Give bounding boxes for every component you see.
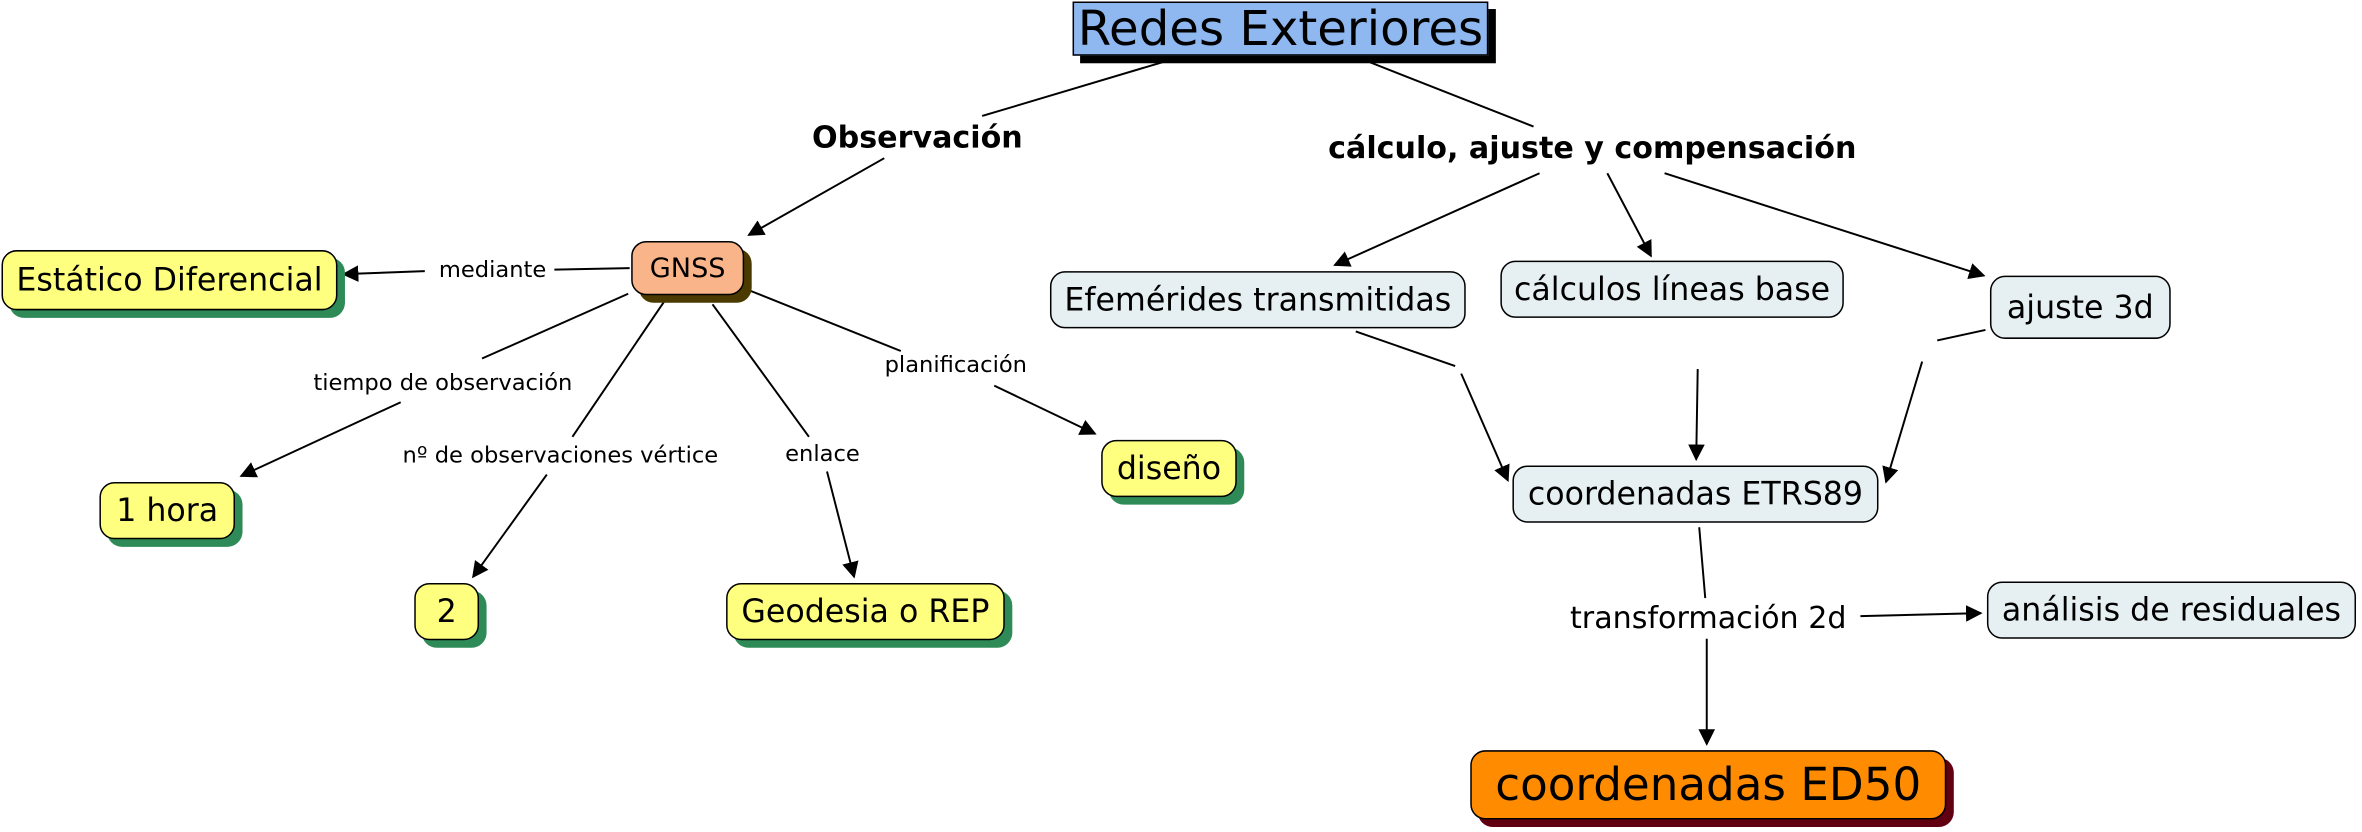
link-calculo-ajuste — [1664, 172, 1986, 280]
label-calculo-ajuste-compensacion: cálculo, ajuste y compensación — [1328, 129, 1857, 166]
link-calculo-efemerides — [1333, 172, 1540, 267]
link-ajuste-etrs89-a — [1937, 328, 1986, 342]
label-num-observaciones-vertice: nº de observaciones vértice — [402, 441, 719, 469]
link-calculos-etrs89 — [1688, 369, 1705, 462]
link-transformacion-residuales — [1860, 605, 1983, 622]
label-enlace: enlace — [785, 439, 860, 467]
node-redes-exteriores[interactable]: Redes Exteriores — [1072, 0, 1489, 57]
node-efemerides-transmitidas[interactable]: Efemérides transmitidas — [1049, 271, 1466, 329]
label-mediante: mediante — [438, 256, 547, 284]
node-coordenadas-etrs89[interactable]: coordenadas ETRS89 — [1512, 465, 1879, 523]
link-title-observacion — [981, 59, 1170, 117]
link-gnss-enlace — [711, 303, 810, 438]
node-gnss[interactable]: GNSS — [631, 241, 745, 296]
label-transformacion-2d: transformación 2d — [1569, 599, 1847, 636]
label-observacion: Observación — [812, 119, 1023, 156]
link-gnss-numobs — [571, 300, 666, 438]
link-tiempo-hora — [239, 401, 402, 478]
node-analisis-de-residuales[interactable]: análisis de residuales — [1986, 581, 2357, 639]
node-ajuste-3d[interactable]: ajuste 3d — [1989, 275, 2171, 339]
link-efemerides-etrs89-a — [1355, 330, 1456, 367]
link-gnss-planificacion — [749, 289, 902, 352]
link-ajuste-etrs89-b — [1882, 361, 1924, 484]
link-gnss-tiempo — [481, 292, 629, 360]
link-mediante-estatico — [341, 265, 425, 282]
link-title-calculo — [1364, 59, 1534, 128]
node-estatico-diferencial[interactable]: Estático Diferencial — [1, 250, 338, 311]
link-efemerides-etrs89-b — [1460, 373, 1510, 483]
link-numobs-dos — [472, 473, 548, 579]
link-planificacion-diseno — [993, 384, 1097, 435]
node-1-hora[interactable]: 1 hora — [99, 482, 235, 540]
link-gnss-mediante — [554, 267, 630, 271]
node-coordenadas-ed50[interactable]: coordenadas ED50 — [1470, 750, 1947, 820]
node-geodesia-o-rep[interactable]: Geodesia o REP — [726, 582, 1005, 641]
node-calculos-lineas-base[interactable]: cálculos líneas base — [1500, 260, 1844, 318]
link-calculo-calculos — [1606, 172, 1652, 258]
node-2[interactable]: 2 — [414, 582, 480, 641]
link-observacion-gnss — [747, 157, 885, 236]
label-tiempo-de-observacion: tiempo de observación — [313, 369, 573, 397]
link-etrs89-transformacion — [1698, 527, 1707, 599]
label-planificacion: planificación — [884, 350, 1028, 379]
link-enlace-geodesia — [826, 471, 859, 579]
node-diseno[interactable]: diseño — [1101, 439, 1237, 498]
